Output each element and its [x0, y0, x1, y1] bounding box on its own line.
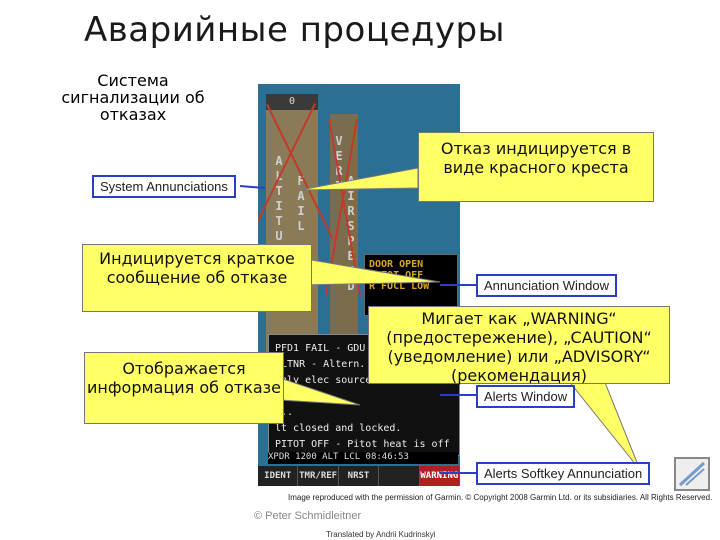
callout-alerts-softkey: Alerts Softkey Annunciation [476, 462, 651, 485]
note-flashing: Мигает как „WARNING“ (предостережение), … [368, 306, 670, 385]
note-red-cross: Отказ индицируется в виде красного крест… [418, 132, 654, 202]
softkey-bar: IDENT TMR/REF NRST WARNING [258, 466, 460, 486]
alert-line: lt closed and locked. [275, 423, 402, 434]
author-credit: © Peter Schmidleitner [254, 510, 362, 522]
copyright-note: Image reproduced with the permission of … [288, 493, 713, 502]
tape-header: 0 [266, 94, 318, 110]
annunciation-item: R FUCL LOW [369, 281, 430, 292]
next-slide-button[interactable] [674, 457, 710, 491]
translator-credit: Translated by Andrii Kudrinskyi [326, 530, 436, 539]
alert-line: PFD1 FAIL - GDU [275, 343, 366, 354]
system-label: Система сигнализации об отказах [61, 71, 205, 124]
callout-system-annunciations: System Annunciations [92, 175, 236, 198]
callout-pointer [299, 257, 441, 286]
alert-line: ALTNR - Altern. [275, 359, 366, 370]
softkey-tmr-ref[interactable]: TMR/REF [298, 466, 339, 486]
alert-line: ... [275, 407, 294, 418]
status-bar: XPDR 1200 ALT LCL 08:46:53 [268, 452, 458, 464]
alert-line: PITOT OFF - Pitot heat is off [275, 439, 450, 450]
callout-annunciation-window: Annunciation Window [476, 274, 618, 297]
page-title: Аварийные процедуры [84, 10, 505, 50]
softkey-ident[interactable]: IDENT [258, 466, 299, 486]
annunciation-item: DOOR OPEN [369, 259, 424, 270]
leader-line [239, 185, 266, 189]
callout-alerts-window: Alerts Window [476, 385, 576, 408]
slash-icon [678, 461, 706, 487]
softkey-blank[interactable] [379, 466, 420, 486]
note-short-message: Индицируется краткое сообщение об отказе [82, 244, 312, 312]
softkey-warning[interactable]: WARNING [419, 466, 460, 486]
note-failure-info: Отображается информация об отказе [84, 352, 284, 424]
callout-pointer [299, 167, 419, 191]
softkey-nrst[interactable]: NRST [339, 466, 380, 486]
callout-pointer [279, 377, 361, 406]
alert-line: only elec source [275, 375, 372, 386]
